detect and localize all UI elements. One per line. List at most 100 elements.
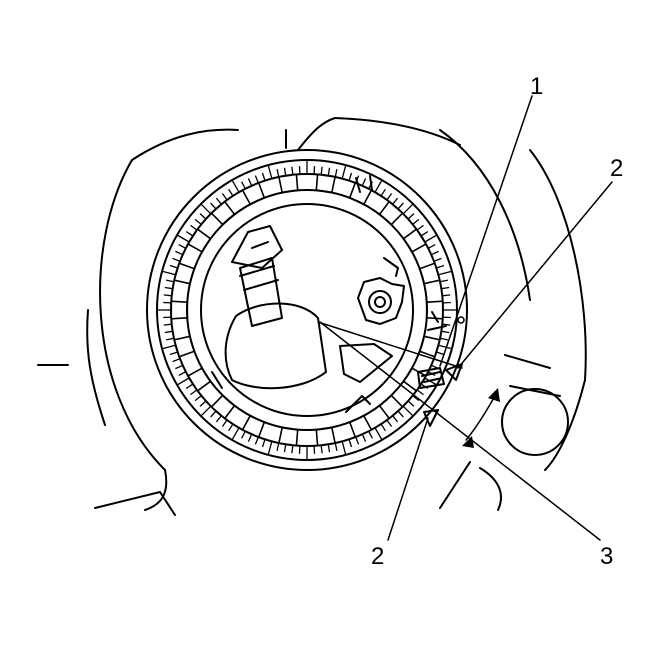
scale-tick xyxy=(387,194,392,201)
scale-tick xyxy=(285,168,286,176)
scale-tick xyxy=(164,295,172,296)
leader-line-1 xyxy=(440,96,532,366)
pump-reservoir xyxy=(226,304,326,389)
scale-tick xyxy=(191,390,198,395)
scale-tick xyxy=(277,169,279,177)
scale-tick xyxy=(222,194,227,201)
scale-tick xyxy=(162,271,176,275)
scale-tick xyxy=(179,372,186,376)
scale-tick xyxy=(321,445,322,453)
scale-tick xyxy=(349,439,352,447)
scale-tick xyxy=(393,416,398,422)
lock-ring-tab xyxy=(404,229,426,252)
leader-line-2-upper xyxy=(458,182,612,368)
scale-tick xyxy=(232,180,239,192)
fuel-line-fitting xyxy=(502,389,568,455)
scale-tick xyxy=(292,445,293,453)
leader-lines xyxy=(318,96,612,540)
scale-tick xyxy=(211,203,216,209)
scale-tick xyxy=(375,180,382,192)
angle-dimension-arc xyxy=(466,394,496,440)
callout-3-label: 3 xyxy=(600,543,613,570)
scale-tick xyxy=(263,439,266,447)
lock-ring-tab xyxy=(212,202,235,225)
scale-tick xyxy=(201,406,211,416)
scale-tick xyxy=(170,352,178,355)
scale-tick xyxy=(195,219,201,224)
scale-tick xyxy=(369,431,373,438)
scale-tick xyxy=(413,219,419,224)
scale-tick xyxy=(342,441,346,455)
scale-tick xyxy=(387,420,392,427)
scale-tick xyxy=(285,444,286,452)
scale-tick xyxy=(200,214,206,219)
lock-ring-tab xyxy=(212,395,235,418)
scale-tick xyxy=(166,338,174,340)
scale-tick xyxy=(165,288,173,289)
scale-tick xyxy=(342,165,346,179)
scale-tick xyxy=(381,424,385,431)
scale-tick xyxy=(242,182,246,189)
scale-tick xyxy=(179,245,186,249)
scale-tick xyxy=(292,167,293,175)
callout-1-label: 1 xyxy=(530,73,543,100)
scale-tick xyxy=(232,428,239,440)
scale-tick xyxy=(216,198,221,204)
scale-tick xyxy=(398,203,403,209)
scale-tick xyxy=(436,266,444,269)
scale-tick xyxy=(200,401,206,406)
scale-tick xyxy=(201,204,211,214)
scale-tick xyxy=(441,288,449,289)
leader-line-2-lower xyxy=(388,418,428,540)
scale-tick xyxy=(431,251,438,254)
scale-tick xyxy=(442,295,450,296)
scale-tick xyxy=(434,258,441,261)
arrowhead-upper xyxy=(488,388,500,402)
scale-tick xyxy=(186,384,193,388)
scale-tick xyxy=(222,420,227,427)
scale-tick xyxy=(328,444,329,452)
scale-tick xyxy=(173,359,180,362)
scale-tick xyxy=(170,266,178,269)
scale-tick xyxy=(356,437,359,444)
scale-tick xyxy=(441,331,449,332)
scale-tick xyxy=(393,198,398,204)
scale-tick xyxy=(436,352,444,355)
scale-tick xyxy=(268,165,272,179)
lock-ring-tab xyxy=(188,368,210,391)
lock-ring-tab xyxy=(380,202,403,225)
scale-tick xyxy=(349,173,352,181)
scale-tick xyxy=(321,167,322,175)
scale-tick xyxy=(162,345,176,349)
scale-tick xyxy=(263,173,266,181)
scale-tick xyxy=(328,168,329,176)
scale-tick xyxy=(440,338,448,340)
scale-tick xyxy=(177,378,189,385)
scale-tick xyxy=(442,324,450,325)
scale-tick xyxy=(375,428,382,440)
scale-tick xyxy=(440,280,448,282)
scale-tick xyxy=(381,189,385,196)
scale-tick xyxy=(175,365,182,368)
lock-ring-tab xyxy=(243,183,265,204)
scale-tick xyxy=(173,258,180,261)
scale-tick xyxy=(408,401,414,406)
scale-tick xyxy=(255,437,258,444)
scale-tick xyxy=(268,441,272,455)
callout-2-upper-label: 2 xyxy=(610,155,623,182)
scale-tick xyxy=(195,396,201,401)
scale-tick xyxy=(438,345,452,349)
scale-tick xyxy=(191,225,198,230)
scale-tick xyxy=(229,424,233,431)
scale-tick xyxy=(248,434,251,441)
scale-tick xyxy=(428,245,435,249)
scale-tick xyxy=(211,411,216,417)
scale-tick xyxy=(335,169,337,177)
scale-tick xyxy=(403,204,413,214)
scale-tick xyxy=(248,178,251,185)
lock-ring-tab xyxy=(350,183,372,204)
scale-tick xyxy=(362,178,365,185)
scale-tick xyxy=(398,411,403,417)
